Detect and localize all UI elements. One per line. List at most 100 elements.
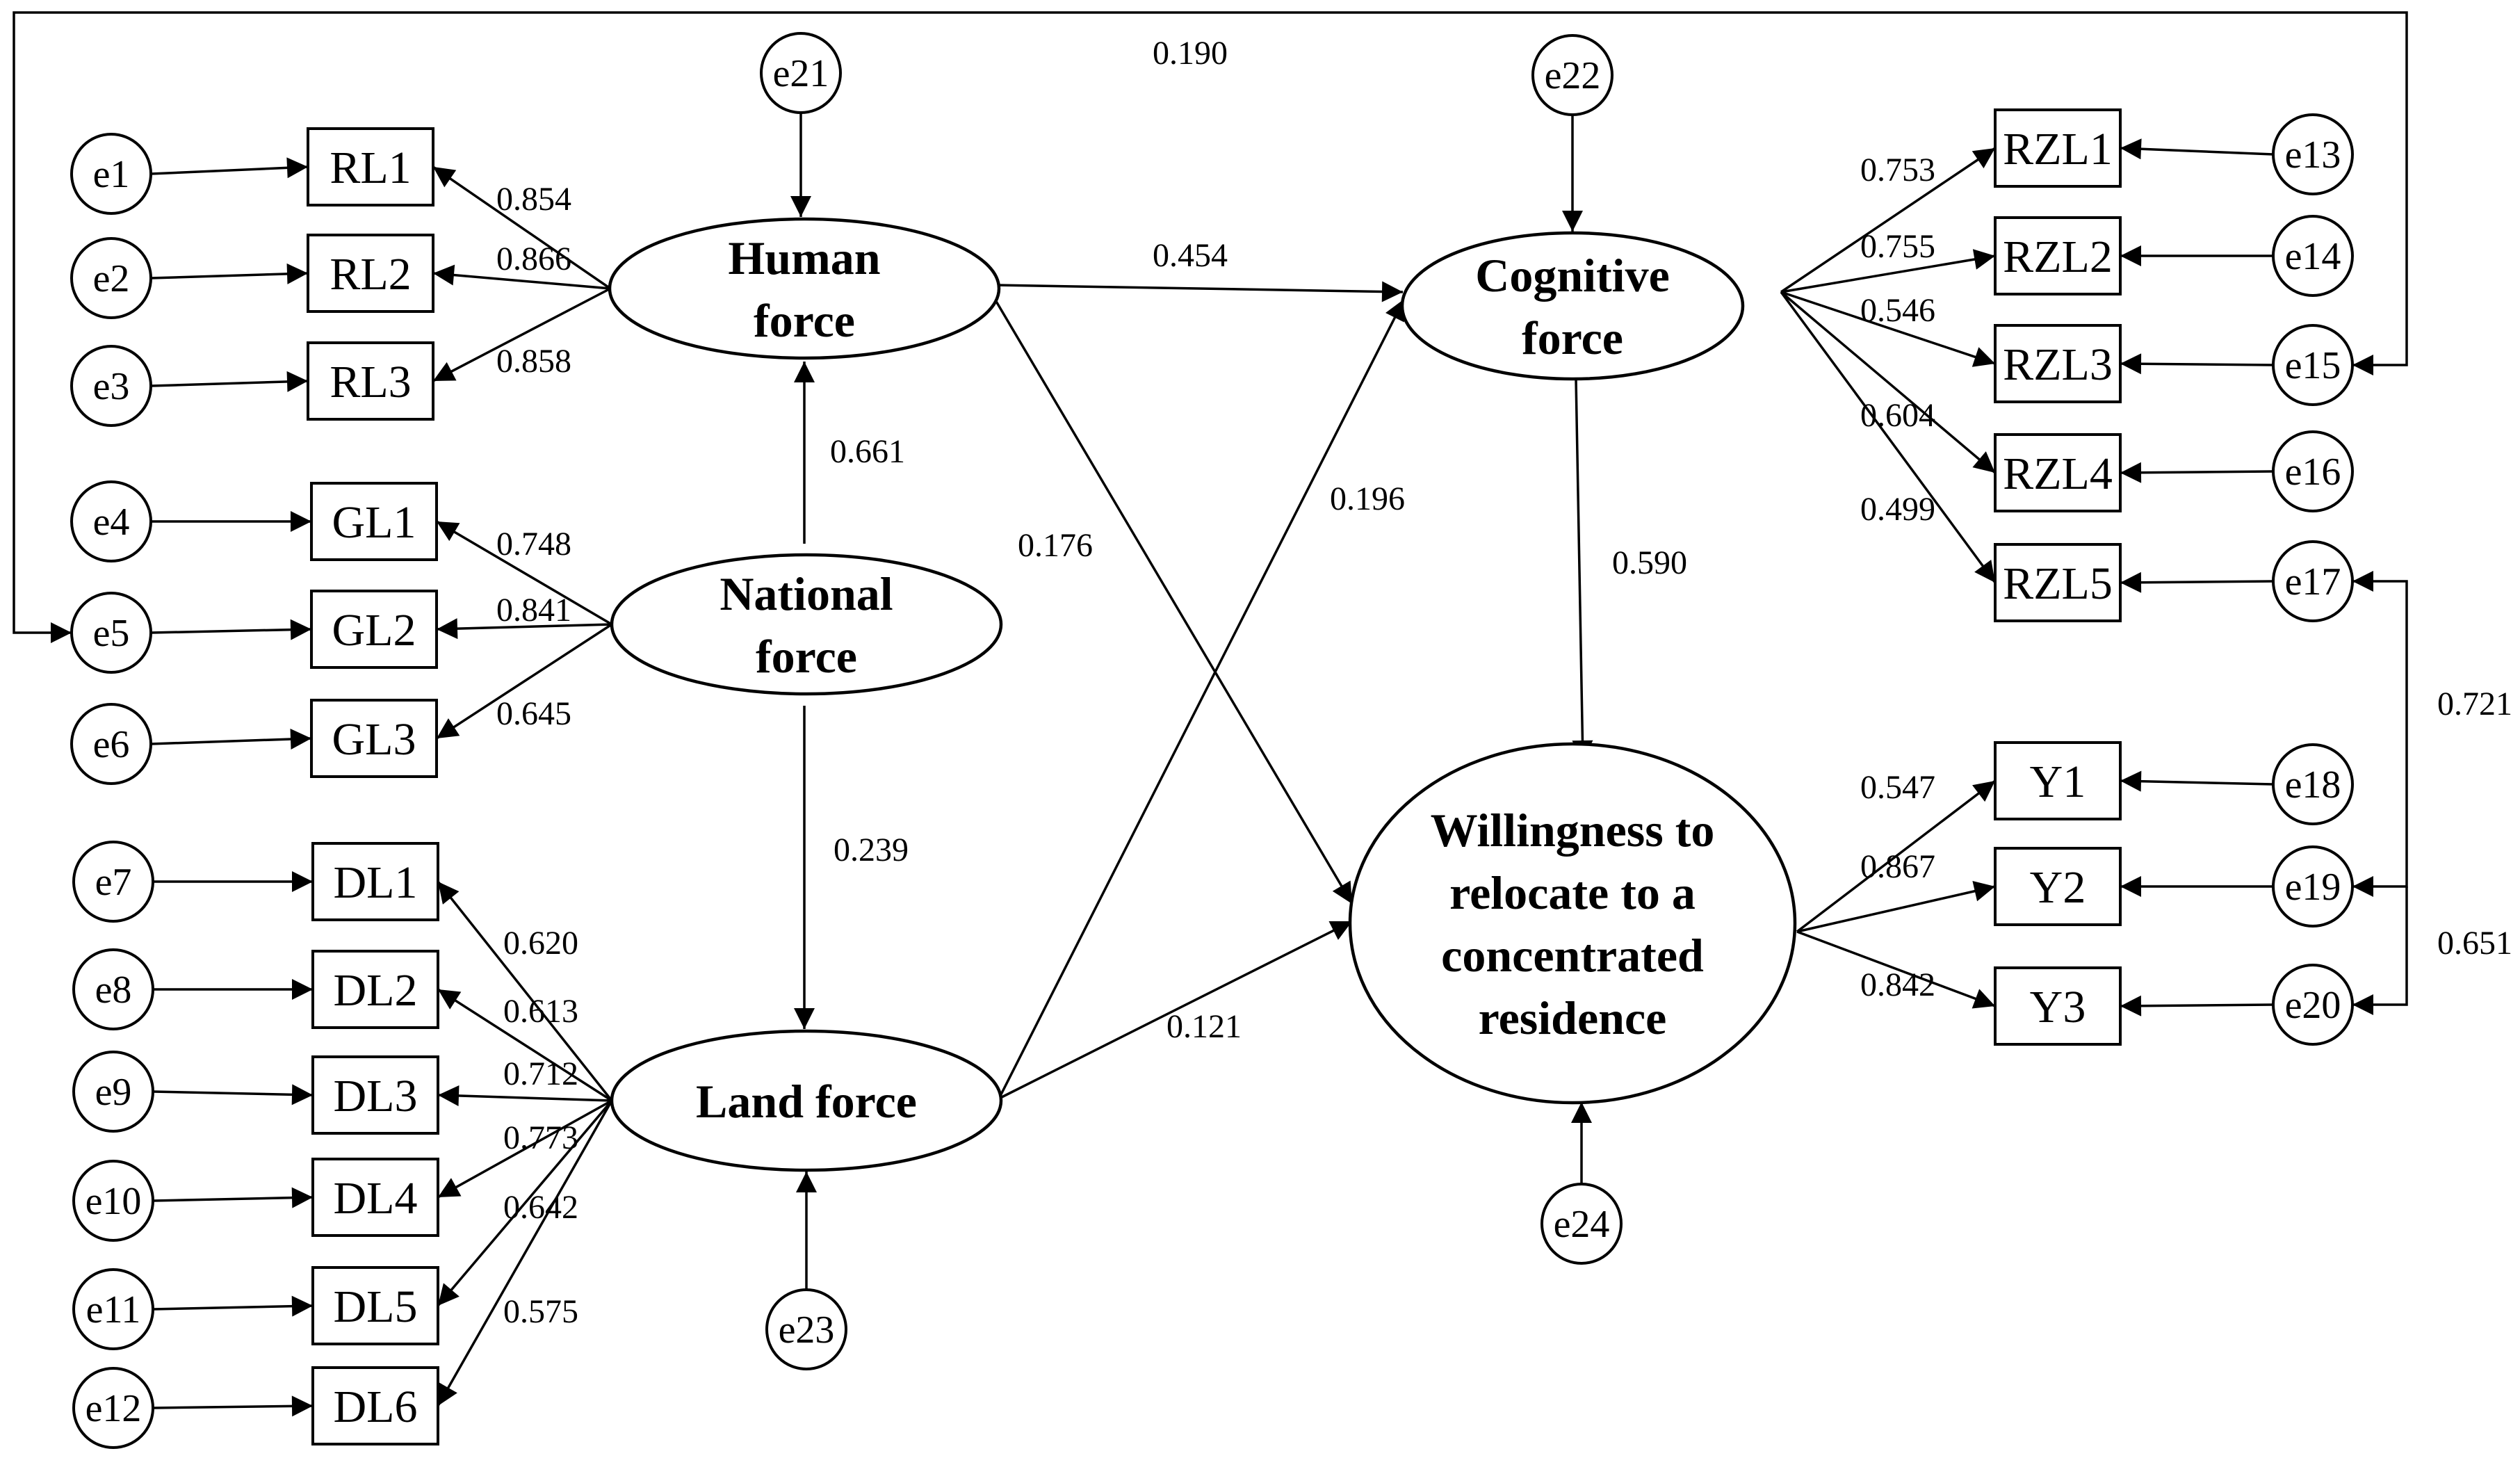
- loading-value-dl3: 0.712: [503, 1055, 578, 1092]
- error-node-e19: [2272, 845, 2354, 928]
- indicator-label-y1: Y1: [2030, 756, 2086, 807]
- latent-label-willingness-2: relocate to a: [1449, 866, 1696, 919]
- error-label-e12: e12: [86, 1387, 142, 1430]
- error-node-e11: [72, 1268, 154, 1350]
- latent-label-willingness-1: Willingness to: [1431, 804, 1715, 857]
- error-node-e2: [70, 237, 152, 319]
- error-label-e15: e15: [2285, 344, 2341, 387]
- loading-cognitive-rzl3: [1780, 291, 1996, 367]
- latent-label-national-1: National: [720, 567, 893, 620]
- arrow-e17-rzl5: [2120, 572, 2274, 593]
- loading-willingness-y1: [1796, 779, 1997, 933]
- loading-value-rzl3: 0.546: [1860, 292, 1935, 329]
- path-land-willingness: [998, 920, 1353, 1100]
- error-label-e9: e9: [95, 1071, 132, 1114]
- error-node-e21: [760, 32, 842, 114]
- error-node-e9: [72, 1051, 154, 1133]
- loading-value-rl3: 0.858: [496, 343, 571, 380]
- arrow-e11-dl5: [152, 1295, 314, 1317]
- loading-human-rl1: [432, 165, 611, 290]
- covariance-value-e19-e20: 0.651: [2437, 925, 2512, 962]
- loading-human-rl2: [432, 264, 611, 290]
- latent-label-willingness-4: residence: [1479, 991, 1667, 1044]
- indicator-label-dl6: DL6: [334, 1382, 418, 1432]
- indicator-box-dl5: [311, 1266, 439, 1345]
- loading-land-dl6: [437, 1100, 613, 1407]
- indicator-box-rl2: [307, 234, 434, 313]
- error-node-e23: [765, 1288, 847, 1370]
- loading-cognitive-rzl5: [1780, 291, 1997, 584]
- coefficient-labels: 0.8540.8660.8580.7480.8410.6450.6200.613…: [496, 35, 2512, 1330]
- error-label-e8: e8: [95, 969, 132, 1012]
- indicator-label-rl3: RL3: [330, 357, 411, 407]
- loading-value-dl1: 0.620: [503, 925, 578, 962]
- indicator-box-y2: [1994, 847, 2122, 926]
- error-label-e18: e18: [2285, 763, 2341, 807]
- loading-cognitive-rzl2: [1780, 249, 1996, 293]
- loading-value-y2: 0.867: [1860, 848, 1935, 885]
- indicator-label-rl2: RL2: [330, 249, 411, 300]
- error-label-e11: e11: [86, 1288, 141, 1331]
- indicator-label-rzl2: RZL2: [2003, 232, 2113, 282]
- error-label-e21: e21: [773, 52, 829, 95]
- error-label-e4: e4: [93, 501, 130, 544]
- indicator-box-dl6: [311, 1366, 439, 1445]
- path-value-cognitive-willingness: 0.590: [1612, 544, 1687, 581]
- arrow-e15-rzl3: [2120, 353, 2274, 375]
- error-node-e13: [2272, 113, 2354, 195]
- indicator-label-gl2: GL2: [332, 605, 416, 656]
- arrow-e13-rzl1: [2120, 138, 2274, 160]
- error-node-e17: [2272, 540, 2354, 622]
- indicator-label-y2: Y2: [2030, 862, 2086, 913]
- loading-value-dl2: 0.613: [503, 993, 578, 1030]
- loading-value-rl1: 0.854: [496, 181, 571, 218]
- error-node-e7: [72, 841, 154, 923]
- indicator-box-dl1: [311, 842, 439, 921]
- indicator-label-rzl3: RZL3: [2003, 339, 2113, 390]
- indicator-box-rl1: [307, 127, 434, 206]
- error-node-e12: [72, 1367, 154, 1449]
- indicator-box-rl3: [307, 341, 434, 421]
- error-label-e5: e5: [93, 612, 130, 655]
- indicator-box-rzl3: [1994, 324, 2122, 403]
- latent-land: [610, 1029, 1003, 1172]
- arrow-e1-rl1: [150, 157, 309, 179]
- error-node-e22: [1531, 34, 1613, 116]
- path-value-national-land: 0.239: [834, 832, 909, 868]
- error-label-e1: e1: [93, 153, 130, 196]
- indicator-box-rzl2: [1994, 216, 2122, 295]
- error-node-e14: [2272, 215, 2354, 297]
- indicator-box-dl4: [311, 1158, 439, 1237]
- path-value-human-willingness: 0.176: [1018, 527, 1093, 564]
- error-node-e18: [2272, 743, 2354, 825]
- error-node-e8: [72, 948, 154, 1030]
- path-human-willingness: [991, 295, 1354, 905]
- indicator-box-y1: [1994, 741, 2122, 820]
- path-land-cognitive: [998, 298, 1406, 1099]
- loading-value-rzl4: 0.604: [1860, 397, 1935, 434]
- loading-cognitive-rzl1: [1780, 147, 1996, 293]
- loading-land-dl5: [437, 1099, 613, 1307]
- error-node-e3: [70, 345, 152, 427]
- indicator-box-rzl1: [1994, 108, 2122, 188]
- loading-value-dl5: 0.642: [503, 1189, 578, 1226]
- error-label-e7: e7: [95, 861, 132, 904]
- covariance-value-e17-e19: 0.721: [2437, 686, 2512, 722]
- latent-label-cognitive-1: Cognitive: [1475, 249, 1670, 302]
- error-label-e24: e24: [1554, 1203, 1610, 1246]
- indicator-label-dl2: DL2: [334, 965, 418, 1016]
- error-label-e14: e14: [2285, 235, 2341, 278]
- indicator-label-rzl5: RZL5: [2003, 558, 2113, 609]
- indicator-label-dl4: DL4: [334, 1173, 418, 1224]
- loading-willingness-y3: [1796, 930, 1996, 1009]
- error-label-e20: e20: [2285, 984, 2341, 1027]
- latent-label-willingness-3: concentrated: [1441, 929, 1704, 982]
- path-human-cognitive: [995, 281, 1404, 302]
- error-node-e24: [1541, 1183, 1623, 1265]
- arrow-e2-rl2: [150, 263, 309, 284]
- loading-land-dl2: [437, 988, 612, 1102]
- loading-value-gl3: 0.645: [496, 695, 571, 732]
- indicator-box-gl1: [310, 482, 438, 561]
- error-label-e19: e19: [2285, 866, 2341, 909]
- arrow-e18-y1: [2120, 770, 2274, 792]
